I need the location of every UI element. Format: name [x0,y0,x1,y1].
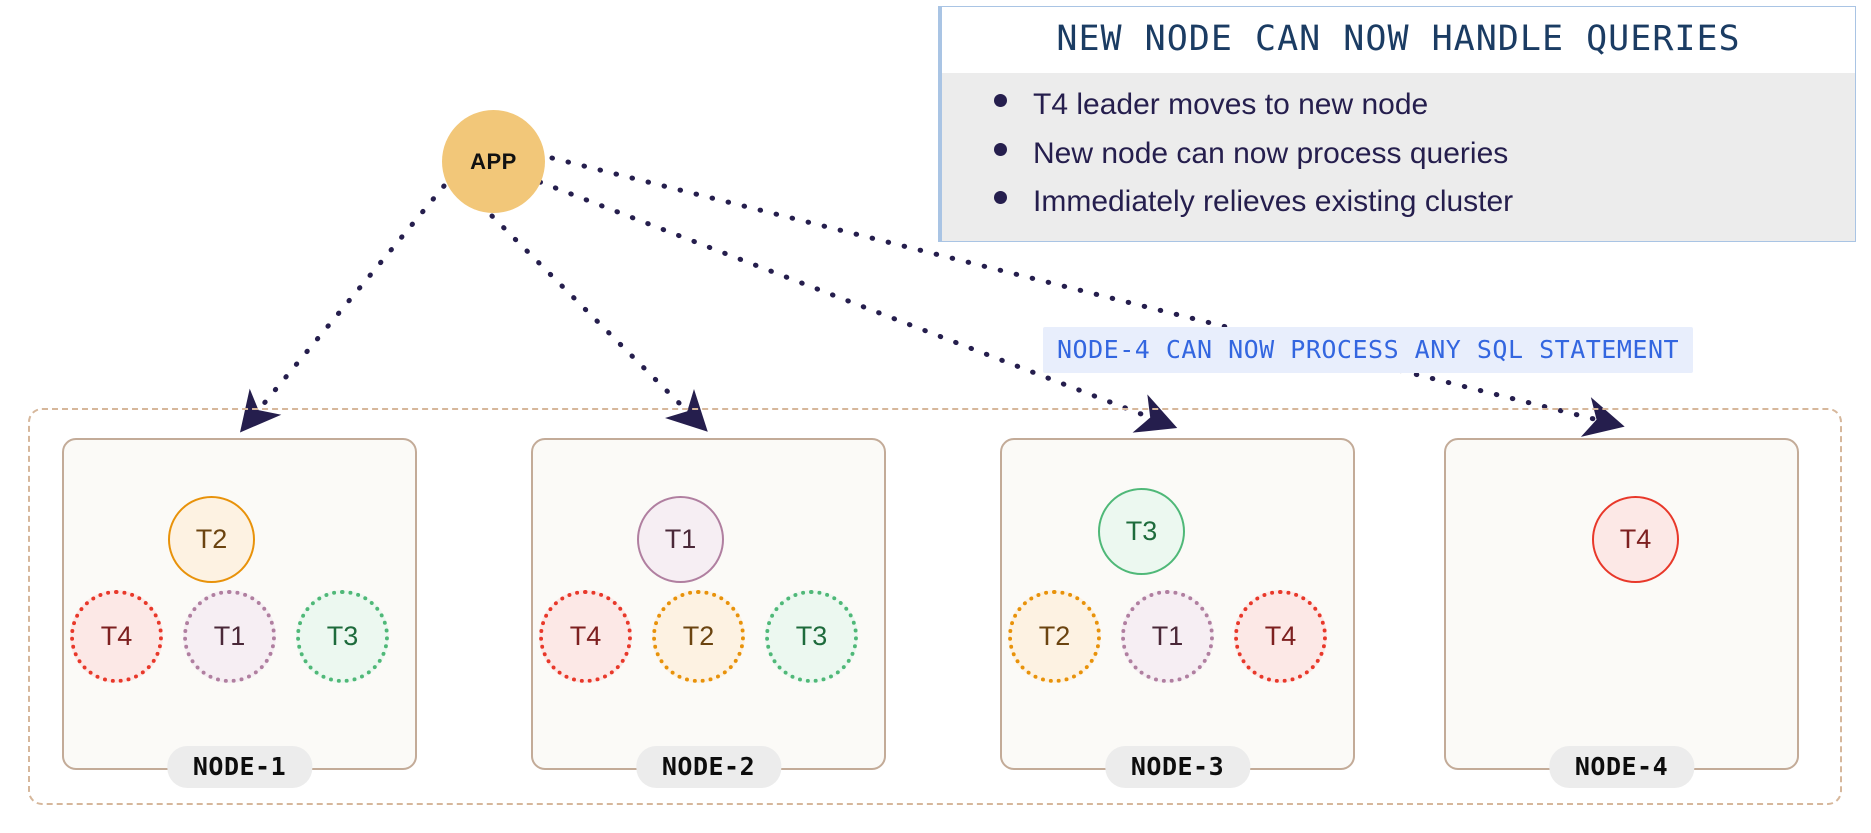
replica-tablet[interactable]: T2 [652,590,745,683]
node-box[interactable]: T3 T2 T1 T4 NODE-3 [1000,438,1355,788]
info-bullet-text: Immediately relieves existing cluster [1033,185,1514,219]
app-label: APP [470,148,517,174]
replica-tablet-label: T1 [1151,621,1184,651]
leader-tablet-label: T1 [664,524,697,554]
replica-tablet-label: T4 [569,621,602,651]
replica-tablet[interactable]: T2 [1008,590,1101,683]
leader-tablet[interactable]: T1 [637,496,724,583]
replica-tablet-label: T1 [213,621,246,651]
leader-tablet[interactable]: T2 [168,496,255,583]
leader-tablet-label: T4 [1619,524,1652,554]
app-node[interactable]: APP [442,110,545,213]
replica-tablet-label: T3 [326,621,359,651]
replica-tablet[interactable]: T1 [1121,590,1214,683]
replica-tablet-label: T4 [1264,621,1297,651]
replica-tablet[interactable]: T4 [1234,590,1327,683]
callout-banner: NODE-4 CAN NOW PROCESS ANY SQL STATEMENT [1043,327,1694,373]
node-box[interactable]: T2 T4 T1 T3 NODE-1 [62,438,417,788]
node-name-badge: NODE-1 [166,746,313,788]
replica-row: T4 T2 T3 [533,590,884,700]
replica-row [1446,590,1797,700]
bullet-dot-icon [994,142,1007,156]
node-name-badge: NODE-3 [1104,746,1251,788]
bullet-dot-icon [994,94,1007,107]
replica-tablet-label: T2 [1038,621,1071,651]
info-bullet-item: New node can now process queries [942,130,1855,179]
replica-row: T2 T1 T4 [1002,590,1353,700]
cluster-boundary [28,408,1842,805]
node-box[interactable]: T1 T4 T2 T3 NODE-2 [531,438,886,788]
replica-tablet[interactable]: T1 [183,590,276,683]
bullet-dot-icon [994,191,1007,205]
info-bullet-item: Immediately relieves existing cluster [942,178,1855,227]
info-panel: NEW NODE CAN NOW HANDLE QUERIES T4 leade… [938,6,1856,242]
leader-tablet[interactable]: T3 [1098,488,1185,575]
leader-tablet-label: T3 [1125,516,1158,546]
info-bullet-text: New node can now process queries [1033,136,1509,170]
replica-tablet[interactable]: T4 [539,590,632,683]
node-box[interactable]: T4 NODE-4 [1444,438,1799,788]
arrow-app-to-node-2 [489,213,708,432]
replica-tablet-label: T2 [682,621,715,651]
replica-tablet-label: T4 [100,621,133,651]
replica-row: T4 T1 T3 [64,590,415,700]
arrow-app-to-node-1 [239,183,447,433]
info-panel-body: T4 leader moves to new node New node can… [942,73,1855,241]
node-name-badge: NODE-4 [1548,746,1695,788]
leader-tablet-label: T2 [195,524,228,554]
replica-tablet[interactable]: T3 [765,590,858,683]
node-name-badge: NODE-2 [635,746,782,788]
info-panel-title: NEW NODE CAN NOW HANDLE QUERIES [942,7,1855,73]
replica-tablet[interactable]: T3 [296,590,389,683]
info-bullet-text: T4 leader moves to new node [1033,88,1429,121]
replica-tablet[interactable]: T4 [70,590,163,683]
info-bullet-item: T4 leader moves to new node [942,81,1855,130]
replica-tablet-label: T3 [795,621,828,651]
leader-tablet[interactable]: T4 [1592,496,1679,583]
